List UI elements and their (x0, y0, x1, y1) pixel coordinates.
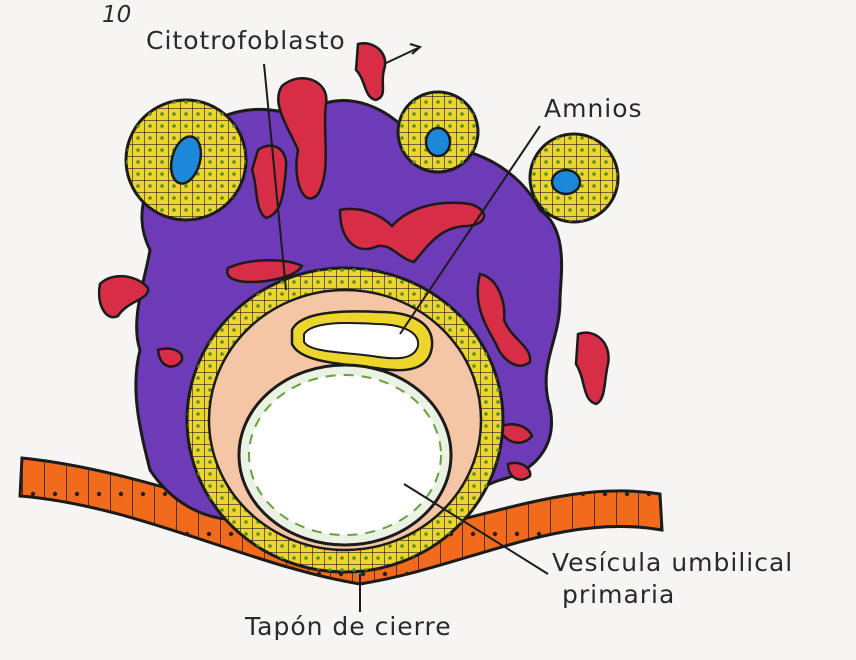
page-number: 10 (102, 2, 131, 28)
label-citotrofoblasto: Citotrofoblasto (146, 26, 346, 55)
endometrial-gland-left (126, 100, 246, 220)
label-vesicula-line1: Vesícula umbilical (552, 548, 793, 577)
label-amnios: Amnios (544, 94, 643, 123)
endometrial-gland-middle (398, 92, 478, 172)
label-vesicula-line2: primaria (562, 580, 675, 609)
label-tapon-de-cierre: Tapón de cierre (245, 612, 452, 641)
primary-umbilical-vesicle (239, 365, 451, 545)
endometrial-gland-right (530, 134, 618, 222)
